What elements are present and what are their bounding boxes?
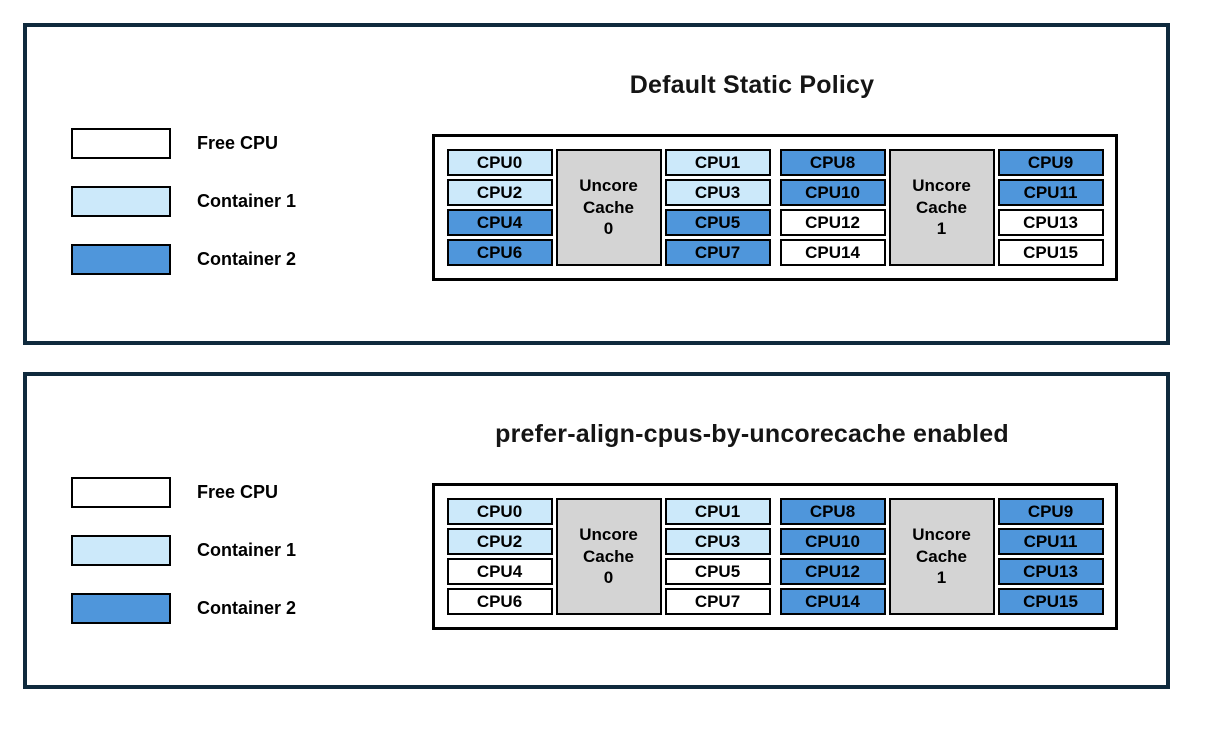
legend-item-container-1: Container 1 [71,186,296,217]
uncore-group-1: CPU8 CPU10 CPU12 CPU14 Uncore Cache 1 CP… [779,498,1104,615]
legend-item-container-1: Container 1 [71,535,296,566]
cpu-cell: CPU0 [446,498,553,525]
cpu-cell: CPU9 [997,498,1104,525]
uncore-cache-0-box: Uncore Cache 0 [555,498,662,615]
cpu-column-left: CPU0 CPU2 CPU4 CPU6 [446,149,553,266]
legend-item-free-cpu: Free CPU [71,477,296,508]
panel-default-static-policy: Default Static Policy Free CPU Container… [23,23,1170,345]
cpu-cell: CPU1 [664,498,771,525]
cpu-cell: CPU10 [779,179,886,206]
panel-prefer-align-cpus-by-uncorecache: prefer-align-cpus-by-uncorecache enabled… [23,372,1170,689]
cpu-cell: CPU4 [446,209,553,236]
cpu-column-right: CPU1 CPU3 CPU5 CPU7 [664,498,771,615]
legend-item-container-2: Container 2 [71,593,296,624]
cache-label-line: Cache [915,197,968,217]
free-cpu-swatch [71,128,171,159]
cpu-topology-diagram: CPU0 CPU2 CPU4 CPU6 Uncore Cache 0 CPU1 … [432,134,1118,281]
cpu-column-right: CPU1 CPU3 CPU5 CPU7 [664,149,771,266]
cpu-cell: CPU15 [997,588,1104,615]
cpu-cell: CPU4 [446,558,553,585]
page-title: Default Static Policy [629,71,875,99]
cpu-column-left: CPU8 CPU10 CPU12 CPU14 [779,149,886,266]
cpu-topology-diagram: CPU0 CPU2 CPU4 CPU6 Uncore Cache 0 CPU1 … [432,483,1118,630]
legend-label: Container 2 [197,249,297,269]
cpu-cell: CPU11 [997,179,1104,206]
cache-number: 0 [603,568,614,588]
legend: Free CPU Container 1 Container 2 [71,477,296,651]
cache-label-line: Uncore [579,175,638,195]
cpu-cell: CPU1 [664,149,771,176]
cpu-cell: CPU5 [664,558,771,585]
free-cpu-swatch [71,477,171,508]
cpu-cell: CPU2 [446,528,553,555]
cpu-cell: CPU0 [446,149,553,176]
legend-label: Container 1 [197,191,297,211]
cpu-cell: CPU8 [779,498,886,525]
container-2-swatch [71,593,171,624]
cpu-cell: CPU11 [997,528,1104,555]
cache-number: 0 [603,219,614,239]
cpu-cell: CPU14 [779,239,886,266]
cache-number: 1 [936,219,947,239]
cpu-cell: CPU3 [664,179,771,206]
uncore-group-0: CPU0 CPU2 CPU4 CPU6 Uncore Cache 0 CPU1 … [446,149,771,266]
cpu-cell: CPU12 [779,558,886,585]
cache-label-line: Cache [582,546,635,566]
cpu-cell: CPU10 [779,528,886,555]
cache-number: 1 [936,568,947,588]
cpu-cell: CPU5 [664,209,771,236]
cpu-cell: CPU7 [664,239,771,266]
cpu-cell: CPU9 [997,149,1104,176]
cpu-column-left: CPU0 CPU2 CPU4 CPU6 [446,498,553,615]
cache-label-line: Cache [915,546,968,566]
legend-label: Container 2 [197,598,297,618]
cpu-cell: CPU15 [997,239,1104,266]
cpu-cell: CPU6 [446,239,553,266]
uncore-group-0: CPU0 CPU2 CPU4 CPU6 Uncore Cache 0 CPU1 … [446,498,771,615]
legend-label: Free CPU [197,133,279,153]
container-2-swatch [71,244,171,275]
cache-label-line: Uncore [579,524,638,544]
legend-label: Container 1 [197,540,297,560]
uncore-cache-0-box: Uncore Cache 0 [555,149,662,266]
container-1-swatch [71,535,171,566]
cpu-cell: CPU3 [664,528,771,555]
page-title: prefer-align-cpus-by-uncorecache enabled [495,420,1009,448]
cpu-column-left: CPU8 CPU10 CPU12 CPU14 [779,498,886,615]
cpu-cell: CPU7 [664,588,771,615]
cpu-cell: CPU12 [779,209,886,236]
legend-item-free-cpu: Free CPU [71,128,296,159]
container-1-swatch [71,186,171,217]
legend: Free CPU Container 1 Container 2 [71,128,296,302]
uncore-cache-1-box: Uncore Cache 1 [888,498,995,615]
cpu-cell: CPU8 [779,149,886,176]
uncore-group-1: CPU8 CPU10 CPU12 CPU14 Uncore Cache 1 CP… [779,149,1104,266]
uncore-cache-1-box: Uncore Cache 1 [888,149,995,266]
legend-item-container-2: Container 2 [71,244,296,275]
cpu-cell: CPU14 [779,588,886,615]
cpu-cell: CPU13 [997,209,1104,236]
cpu-cell: CPU2 [446,179,553,206]
cache-label-line: Cache [582,197,635,217]
cpu-cell: CPU6 [446,588,553,615]
cpu-cell: CPU13 [997,558,1104,585]
legend-label: Free CPU [197,482,279,502]
cpu-column-right: CPU9 CPU11 CPU13 CPU15 [997,149,1104,266]
cache-label-line: Uncore [912,524,971,544]
cache-label-line: Uncore [912,175,971,195]
cpu-column-right: CPU9 CPU11 CPU13 CPU15 [997,498,1104,615]
